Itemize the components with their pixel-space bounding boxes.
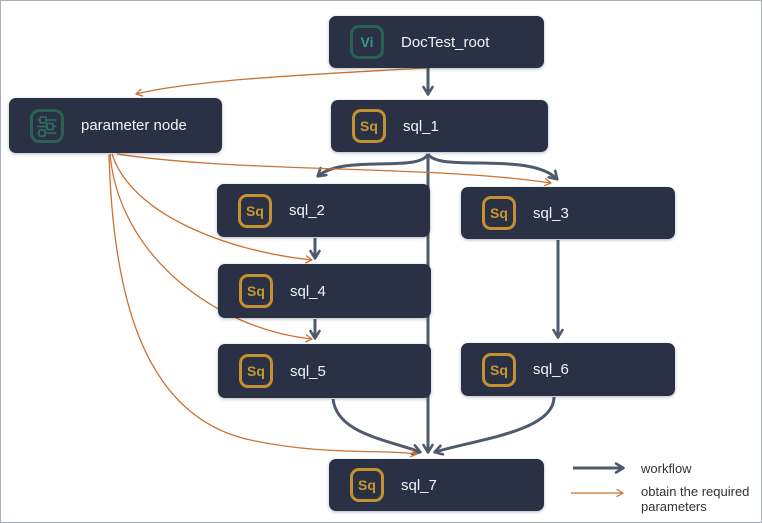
node-label: sql_5 [290, 362, 326, 380]
node-sql-6[interactable]: Sq sql_6 [461, 343, 675, 396]
sql-icon: Sq [238, 193, 272, 228]
sql-icon: Sq [239, 354, 273, 388]
node-sql-7[interactable]: Sq sql_7 [329, 459, 544, 511]
edge-param-parameter_node-sql_4 [111, 153, 313, 264]
edge-param-parameter_node-sql_7 [108, 154, 418, 458]
node-label: DocTest_root [401, 33, 490, 51]
node-label: sql_2 [289, 202, 325, 219]
sql-icon: Sq [352, 109, 386, 143]
node-sql-2[interactable]: Sq sql_2 [217, 184, 430, 237]
node-label: sql_7 [401, 476, 437, 494]
legend-workflow-label: workflow [641, 461, 692, 476]
sql-icon: Sq [482, 196, 516, 230]
node-sql-1[interactable]: Sq sql_1 [331, 100, 548, 152]
node-label: sql_3 [533, 204, 569, 222]
edge-workflow-sql_1-sql_3 [426, 152, 559, 181]
edge-workflow-sql_1-sql_2 [316, 153, 430, 178]
node-label: sql_1 [403, 117, 439, 135]
node-sql-3[interactable]: Sq sql_3 [461, 187, 675, 239]
node-label: sql_6 [533, 361, 569, 378]
edge-param-parameter_node-sql_3 [116, 153, 552, 187]
node-doctest-root[interactable]: Vi DocTest_root [329, 16, 544, 68]
edge-workflow-sql_6-sql_7 [433, 396, 556, 456]
sql-icon: Sq [350, 468, 384, 502]
sql-icon: Sq [482, 352, 516, 387]
node-label: sql_4 [290, 282, 326, 300]
sql-icon: Sq [239, 274, 273, 308]
legend-parameter-label: obtain the required parameters [641, 484, 750, 514]
node-parameter-node[interactable]: parameter node [9, 98, 222, 153]
node-sql-5[interactable]: Sq sql_5 [218, 344, 431, 398]
node-sql-4[interactable]: Sq sql_4 [218, 264, 431, 318]
view-icon: Vi [350, 25, 384, 59]
edge-workflow-sql_5-sql_7 [331, 398, 422, 456]
sliders-icon [30, 108, 64, 143]
edge-param-parameter_node-sql_5 [109, 153, 313, 343]
edge-param-doctest_root-parameter_node [135, 67, 427, 97]
node-label: parameter node [81, 117, 187, 134]
